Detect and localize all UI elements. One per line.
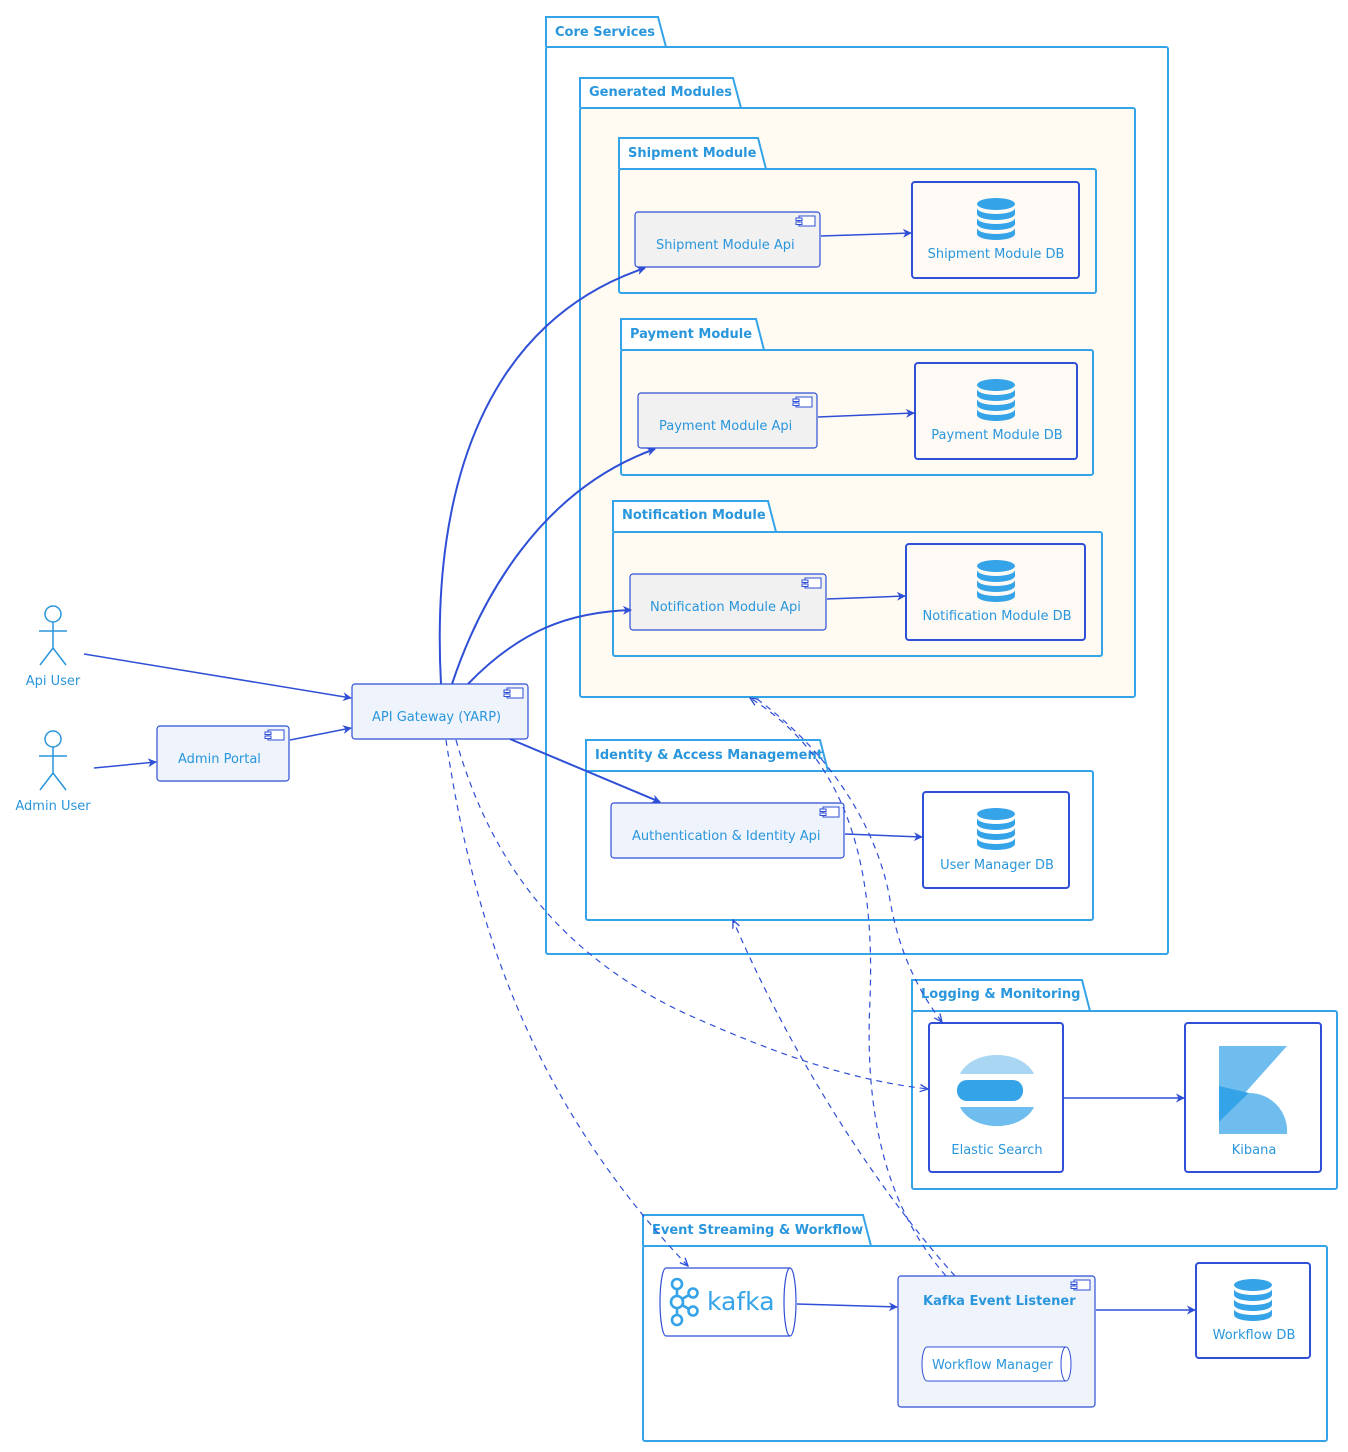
actor-api-user-label: Api User (26, 674, 81, 689)
notification-module-db[interactable]: Notification Module DB (905, 543, 1086, 641)
person-icon (39, 605, 67, 666)
edge-gateway-payment (451, 447, 656, 685)
shipment-module-api-label: Shipment Module Api (656, 238, 795, 253)
package-generated-modules-title: Generated Modules (589, 85, 732, 100)
package-event-streaming-title: Event Streaming & Workflow (652, 1223, 863, 1238)
package-shipment-module-title: Shipment Module (628, 146, 757, 161)
edge-apiuser-gateway (83, 653, 352, 702)
workflow-manager[interactable]: Workflow Manager (921, 1346, 1072, 1382)
notification-module-api[interactable]: Notification Module Api (629, 573, 827, 631)
edge-gateway-kafka (445, 739, 688, 1266)
workflow-manager-label: Workflow Manager (932, 1358, 1053, 1373)
kafka-event-listener[interactable]: Kafka Event Listener Workflow Manager (897, 1275, 1096, 1408)
auth-identity-api-label: Authentication & Identity Api (632, 829, 821, 844)
elastic-search[interactable]: Elastic Search (928, 1022, 1064, 1173)
edge-shipmentapi-db (820, 228, 912, 238)
edge-gateway-auth (509, 738, 661, 804)
admin-portal[interactable]: Admin Portal (156, 725, 290, 782)
user-manager-db-label: User Manager DB (940, 858, 1054, 873)
kafka-icon (669, 1277, 699, 1327)
package-payment-module-title: Payment Module (630, 327, 752, 342)
edge-gateway-elastic (455, 739, 928, 1089)
workflow-db-label: Workflow DB (1213, 1328, 1296, 1343)
kibana[interactable]: Kibana (1184, 1022, 1322, 1173)
package-logging-monitoring-title: Logging & Monitoring (921, 987, 1080, 1002)
notification-module-api-label: Notification Module Api (650, 600, 801, 615)
elastic-search-label: Elastic Search (951, 1143, 1042, 1158)
edge-gateway-shipment (438, 266, 646, 685)
package-notification-module-title: Notification Module (622, 508, 766, 523)
edge-generated-elastic (756, 698, 942, 1022)
package-core-services-title: Core Services (555, 25, 655, 40)
actor-api-user: Api User (26, 605, 81, 689)
payment-module-db[interactable]: Payment Module DB (914, 362, 1078, 460)
payment-module-api[interactable]: Payment Module Api (637, 392, 818, 449)
actor-admin-user-label: Admin User (15, 799, 91, 814)
shipment-module-db[interactable]: Shipment Module DB (911, 181, 1080, 279)
actor-admin-user: Admin User (15, 730, 91, 814)
edge-listener-iam (733, 920, 956, 1277)
edges (83, 228, 1196, 1315)
kafka-event-listener-label: Kafka Event Listener (923, 1294, 1076, 1309)
shipment-module-api[interactable]: Shipment Module Api (634, 211, 821, 268)
api-gateway-label: API Gateway (YARP) (372, 710, 501, 725)
kafka-queue[interactable]: kafka (659, 1267, 797, 1337)
package-iam-title: Identity & Access Management (595, 748, 823, 763)
kibana-label: Kibana (1232, 1143, 1277, 1158)
elastic-icon (957, 1054, 1034, 1127)
edge-authapi-db (844, 832, 923, 842)
auth-identity-api[interactable]: Authentication & Identity Api (610, 802, 845, 859)
kafka-logo-text: kafka (707, 1287, 775, 1316)
api-gateway[interactable]: API Gateway (YARP) (351, 683, 529, 740)
person-icon (39, 730, 67, 791)
workflow-db[interactable]: Workflow DB (1195, 1262, 1311, 1359)
edge-gateway-notification (467, 605, 632, 685)
shipment-module-db-label: Shipment Module DB (928, 247, 1065, 262)
edge-kafka-listener (796, 1302, 898, 1312)
admin-portal-label: Admin Portal (178, 752, 261, 767)
user-manager-db[interactable]: User Manager DB (922, 791, 1070, 889)
edge-paymentapi-db (817, 408, 915, 418)
notification-module-db-label: Notification Module DB (922, 609, 1071, 624)
payment-module-db-label: Payment Module DB (931, 428, 1062, 443)
edge-adminuser-portal (93, 758, 157, 769)
payment-module-api-label: Payment Module Api (659, 419, 792, 434)
edge-notificationapi-db (826, 591, 906, 601)
kibana-icon (1219, 1046, 1288, 1134)
edge-portal-gateway (289, 725, 352, 741)
